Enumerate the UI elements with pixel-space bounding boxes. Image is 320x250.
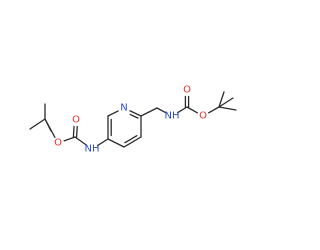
bond-c_r4-c_r5-inner	[124, 135, 138, 144]
bond-c_r2-n_py	[107, 110, 119, 117]
bond-o_e2-c_q2	[208, 106, 220, 114]
bond-c_r3-c_ch2	[140, 107, 158, 117]
atom-label-n_h1: NH	[85, 144, 100, 155]
bond-c_co1-o_k1-a	[75, 125, 78, 138]
bond-c_q1-o_e1	[44, 118, 56, 138]
bond-n_h1-c_r1	[96, 138, 109, 147]
bond-c_me1-c_q1	[29, 118, 46, 130]
bond-c_co1-o_k1-b	[72, 125, 75, 138]
bond-layer	[29, 91, 237, 148]
atom-label-layer: O O NH N NH O O	[54, 85, 207, 155]
bond-c_q2-c_me4	[218, 97, 234, 108]
atom-label-o_k1: O	[72, 115, 80, 126]
bond-o_e1-c_co1	[63, 136, 76, 142]
atom-label-o_e2: O	[199, 111, 207, 122]
atom-label-o_e1: O	[54, 138, 62, 149]
atom-label-n_py: N	[120, 103, 127, 114]
bond-c_ch2-n_h2	[156, 107, 167, 114]
bond-n_py-c_r3-inner	[129, 113, 139, 119]
atom-label-o_k2: O	[183, 85, 191, 96]
bond-c_q2-c_me5	[218, 106, 237, 111]
molecule-structure: O O NH N NH O O	[29, 85, 237, 155]
bond-c_q2-c_me6	[218, 91, 225, 108]
bond-c_co1-n_h1	[74, 136, 88, 146]
bond-c_r4-c_r5	[123, 136, 142, 148]
bond-n_py-c_r3	[129, 110, 142, 117]
bond-c_r5-c_r1	[107, 138, 125, 148]
atom-label-n_h2: NH	[165, 111, 180, 122]
bond-n_h2-c_co2	[176, 106, 188, 114]
bond-c_co2-o_e2	[186, 106, 198, 114]
